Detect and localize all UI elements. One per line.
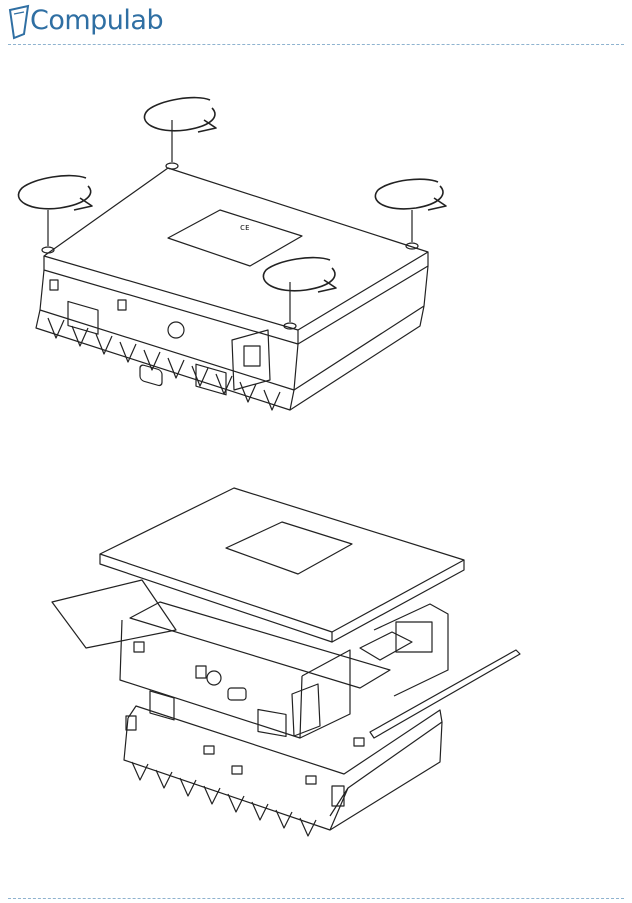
exploded-view-figure: [0, 470, 632, 880]
footer-divider: [8, 898, 624, 899]
screw-removal-illustration-icon: ᴄᴇ: [0, 60, 632, 440]
header-divider: [8, 44, 624, 45]
page-header: Compulab: [0, 0, 632, 46]
svg-text:ᴄᴇ: ᴄᴇ: [240, 223, 249, 233]
screw-removal-figure: ᴄᴇ: [0, 60, 632, 440]
compulab-logo: Compulab: [6, 4, 206, 42]
bottom-cover-exploded-illustration-icon: [0, 470, 632, 880]
brand-name: Compulab: [30, 5, 163, 36]
